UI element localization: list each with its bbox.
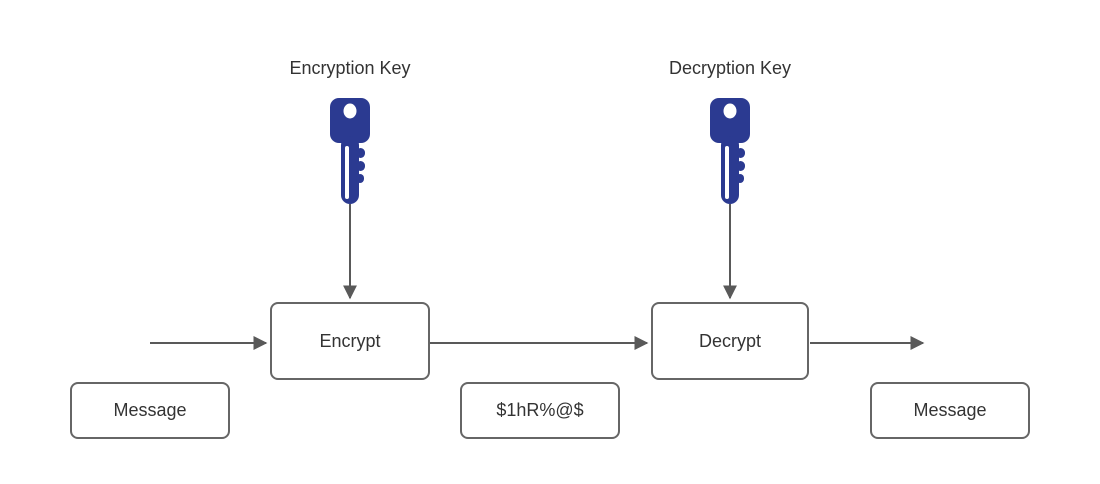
encrypt-box-label: Encrypt bbox=[319, 330, 381, 351]
message-box-left: Message bbox=[70, 382, 230, 439]
encrypt-box: Encrypt bbox=[270, 302, 430, 380]
message-left-label: Message bbox=[113, 400, 187, 420]
ciphertext-box: $1hR%@$ bbox=[460, 382, 620, 439]
key-icon bbox=[710, 98, 750, 204]
decryption-key-label: Decryption Key bbox=[668, 58, 792, 78]
ciphertext-label: $1hR%@$ bbox=[496, 400, 584, 420]
decrypt-box: Decrypt bbox=[651, 302, 809, 380]
key-icon bbox=[330, 98, 370, 204]
encryption-key-label: Encryption Key bbox=[289, 58, 411, 78]
message-right-label: Message bbox=[913, 400, 987, 420]
message-box-right: Message bbox=[870, 382, 1030, 439]
decrypt-box-label: Decrypt bbox=[698, 330, 761, 351]
